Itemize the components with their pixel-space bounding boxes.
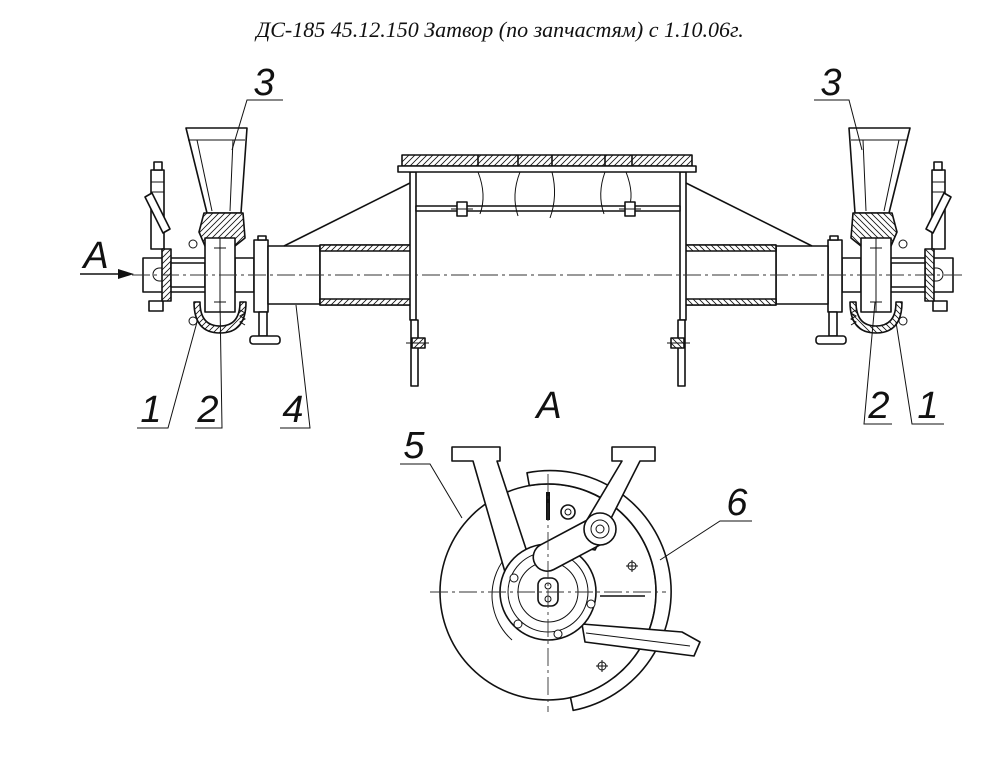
- cross-marks: [596, 560, 638, 672]
- leader-line: [400, 463, 463, 519]
- bracket-cap: [153, 161, 163, 171]
- top-plate-joints: [477, 155, 633, 166]
- flap: [514, 171, 521, 217]
- wall: [409, 171, 417, 321]
- tube-wall-top: [319, 244, 413, 252]
- arrowhead-icon: [118, 269, 134, 279]
- drawing-title: ДС-185 45.12.150 Затвор (по запчастям) с…: [254, 17, 744, 42]
- hopper-wall: [406, 171, 429, 387]
- left-side-assembly: [142, 127, 429, 387]
- funnel-part-3: [185, 127, 248, 247]
- pivot-outer: [583, 512, 617, 546]
- bolt-hole: [513, 619, 523, 629]
- view-a-label: А: [534, 385, 561, 427]
- leader-line: [231, 99, 283, 151]
- leader-line: [280, 304, 311, 429]
- flap: [477, 171, 484, 215]
- leader-line: [137, 321, 198, 429]
- pivot-pin: [595, 524, 605, 534]
- right-side-assembly: [666, 127, 954, 387]
- tube-wall-bottom: [319, 298, 413, 306]
- view-a: [430, 446, 701, 712]
- collar: [253, 239, 269, 313]
- plate-bolt: [451, 201, 473, 217]
- small-bolts: [188, 239, 246, 326]
- callout-label: 6: [726, 482, 748, 524]
- flap: [600, 171, 606, 215]
- bolt-hole: [509, 573, 519, 583]
- pivot-bolt: [583, 512, 617, 546]
- hub-bolt-marks: [214, 242, 226, 308]
- callout-1-right: 1: [895, 321, 944, 427]
- callout-label: 4: [282, 389, 303, 431]
- callout-label: 2: [196, 389, 218, 431]
- plate-bolt: [619, 201, 641, 217]
- wall-bracket: [410, 319, 419, 387]
- front-view: [132, 127, 966, 387]
- pin-inner: [564, 508, 572, 516]
- leader-line: [863, 301, 892, 425]
- callout-6: 6: [659, 482, 752, 561]
- hopper-top: [397, 154, 697, 173]
- bolt-hole: [586, 599, 596, 609]
- top-plate: [401, 154, 693, 167]
- callout-3-right: 3: [814, 62, 863, 151]
- leader-line: [195, 301, 223, 429]
- leader-line: [659, 520, 752, 561]
- leader-line: [895, 321, 944, 425]
- callouts: А 3 3 1 2 4 2 1: [80, 62, 944, 561]
- spring-icon: [239, 309, 246, 326]
- pivot-ring: [590, 519, 610, 539]
- callout-label: 3: [253, 62, 274, 104]
- funnel-body: [185, 127, 248, 214]
- gusset: [283, 182, 411, 247]
- cross-mark-lines: [596, 660, 608, 672]
- cover-part-6: [526, 469, 672, 712]
- view-arrow-label: А: [81, 235, 108, 277]
- collar-with-foot: [249, 235, 281, 345]
- cam-arc: [491, 557, 513, 641]
- callout-label: 1: [917, 385, 938, 427]
- callout-3-left: 3: [231, 62, 283, 151]
- view-arrow-a: А: [80, 235, 134, 279]
- callout-label: 2: [867, 385, 889, 427]
- collar-cap: [257, 235, 267, 241]
- bolt-icon: [188, 239, 198, 249]
- blade-edge: [585, 632, 691, 647]
- callout-1-left: 1: [137, 321, 198, 431]
- callout-5: 5: [400, 425, 463, 519]
- flap: [549, 171, 556, 219]
- bolt-icon: [188, 316, 198, 326]
- callout-2-left: 2: [195, 301, 223, 431]
- top-frame: [397, 165, 697, 173]
- bolt-holes: [509, 573, 596, 639]
- leader-line: [814, 99, 863, 151]
- cross-mark-lines: [626, 560, 638, 572]
- bracket-foot: [148, 300, 164, 312]
- callout-2-right: 2: [863, 301, 892, 427]
- end-bracket: [144, 161, 171, 312]
- foot-post: [258, 311, 268, 337]
- callout-4: 4: [280, 304, 311, 431]
- inner-plate: [415, 205, 681, 212]
- foot-pad: [249, 335, 281, 345]
- callout-label: 1: [140, 389, 161, 431]
- pin-outer: [560, 504, 576, 520]
- bracket-part-1: [193, 301, 247, 334]
- bracket-lever: [144, 192, 171, 234]
- bolt-hole: [553, 629, 563, 639]
- callout-label: 3: [820, 62, 841, 104]
- callout-label: 5: [403, 425, 425, 467]
- small-pin: [560, 504, 576, 520]
